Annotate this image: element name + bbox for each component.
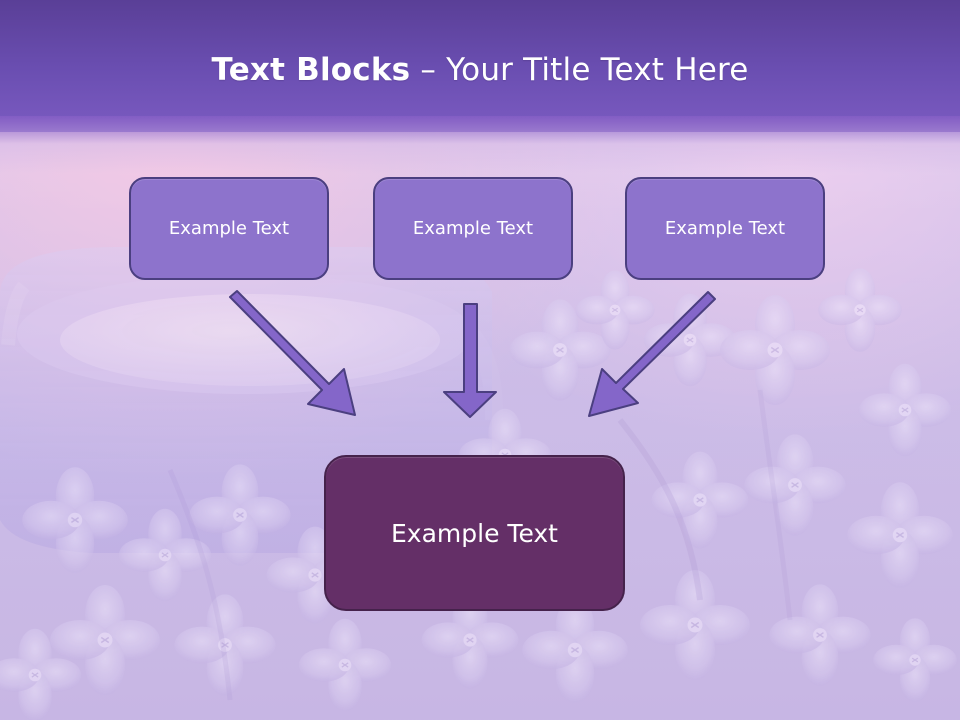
slide-title: Text Blocks – Your Title Text Here [0,55,960,86]
title-bold-text: Text Blocks [211,52,411,88]
top-left-text-block: Example Text [129,177,329,280]
top-center-text: Example Text [412,218,534,239]
top-left-text: Example Text [168,218,290,239]
top-right-text: Example Text [664,218,786,239]
title-rest-text: Your Title Text Here [446,52,749,88]
lilac-clusters [0,267,958,720]
title-separator: – [410,52,447,88]
bottom-text: Example Text [391,518,558,548]
diagonal-arrow-down-right-icon [229,290,356,416]
diagonal-arrow-down-left-icon [588,291,716,417]
header-fade [0,116,960,174]
down-arrow-icon [443,303,497,418]
top-right-text-block: Example Text [625,177,825,280]
top-center-text-block: Example Text [373,177,573,280]
bottom-text-block: Example Text [324,455,625,611]
header-band [0,0,960,132]
